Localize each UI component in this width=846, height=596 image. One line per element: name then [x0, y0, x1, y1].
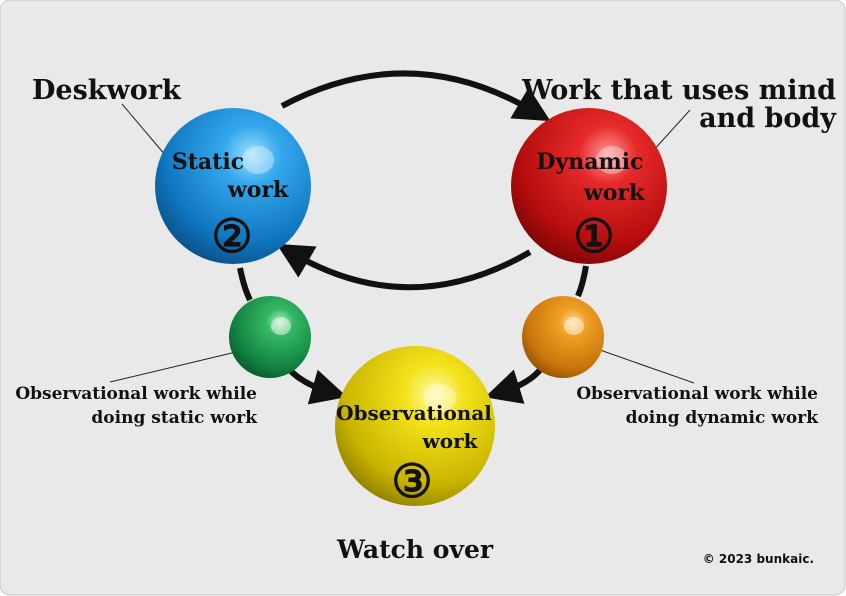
leader-line-obs-static: [109, 351, 237, 383]
observational-work-sphere: Observational work ③: [335, 346, 495, 508]
green-sphere: [229, 296, 311, 378]
arrow-dynamic-to-static: [276, 243, 532, 291]
dynamic-work-sphere: Dynamic work ①: [511, 108, 667, 264]
observational-work-line1: Observational: [336, 401, 492, 425]
arrow-dynamic-to-orange: [575, 265, 589, 298]
dynamic-work-line2: work: [583, 180, 645, 206]
obs-static-label-line2: doing static work: [91, 408, 258, 428]
copyright-text: © 2023 bunkaic.: [703, 552, 814, 566]
deskwork-label: Deskwork: [32, 75, 182, 106]
arrow-static-to-dynamic: [280, 70, 551, 122]
static-work-line1: Static: [172, 149, 244, 175]
leader-line-obs-dynamic: [599, 349, 695, 384]
mind-body-label-line2: and body: [699, 103, 837, 134]
obs-static-label-line1: Observational work while: [15, 384, 257, 404]
static-work-number: ②: [211, 209, 252, 263]
static-work-line2: work: [227, 177, 289, 203]
mind-body-label-line1: Work that uses mind: [521, 75, 836, 106]
orange-sphere: [522, 296, 604, 378]
watch-over-label: Watch over: [336, 535, 494, 564]
arrow-orange-to-observational: [484, 367, 543, 404]
obs-dynamic-label-line2: doing dynamic work: [626, 408, 820, 428]
dynamic-work-number: ①: [573, 209, 614, 263]
arrow-static-to-green: [237, 267, 253, 302]
static-work-sphere: Static work ②: [155, 108, 311, 264]
obs-dynamic-label-line1: Observational work while: [576, 384, 818, 404]
leader-line-deskwork: [121, 103, 167, 157]
leader-line-mind-body: [651, 109, 691, 153]
observational-work-number: ③: [391, 454, 432, 508]
observational-work-line2: work: [422, 429, 479, 453]
dynamic-work-line1: Dynamic: [536, 149, 643, 175]
